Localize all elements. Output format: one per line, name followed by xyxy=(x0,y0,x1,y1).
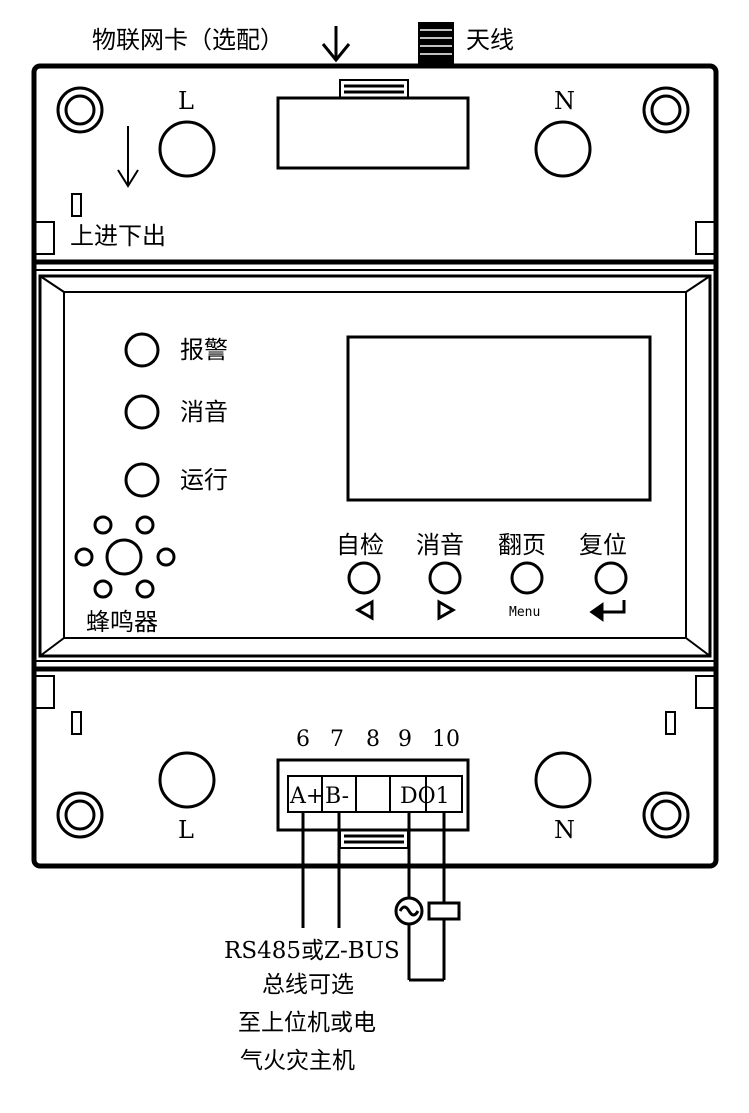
sim-card-slot xyxy=(276,79,470,170)
mounting-screw-icon xyxy=(642,86,690,134)
top-terminal-l-label: L xyxy=(178,87,194,115)
down-arrow-icon xyxy=(321,26,351,63)
mute-led xyxy=(124,394,160,430)
reset-button-knob[interactable] xyxy=(594,561,628,595)
top-terminal-l-hole xyxy=(158,120,216,178)
run-led-label: 运行 xyxy=(180,466,228,494)
buzzer-icon xyxy=(74,515,176,599)
page-button-knob[interactable] xyxy=(510,561,544,595)
caption-line: 总线可选 xyxy=(262,972,354,998)
mute-button[interactable]: 消音 xyxy=(416,531,464,621)
mounting-screw-icon xyxy=(56,791,104,839)
terminal-number: 10 xyxy=(432,727,460,752)
wiring-direction-arrow-icon xyxy=(117,126,139,188)
wiring-direction-label: 上进下出 xyxy=(70,222,166,250)
terminal-block xyxy=(276,758,470,849)
bottom-terminal-n-hole xyxy=(534,751,592,809)
device-enclosure xyxy=(31,63,719,869)
terminal-a-plus: A+ xyxy=(289,784,324,809)
reset-button[interactable]: 复位 xyxy=(579,531,628,622)
buzzer-label: 蜂鸣器 xyxy=(86,608,158,636)
reset-button-label: 复位 xyxy=(579,531,627,559)
caption-line: RS485或Z-BUS xyxy=(224,938,400,964)
mounting-screw-icon xyxy=(642,791,690,839)
top-terminal-n-hole xyxy=(534,120,592,178)
mute-button-label: 消音 xyxy=(416,531,464,559)
bottom-terminal-l-hole xyxy=(158,751,216,809)
menu-label: Menu xyxy=(509,605,540,620)
alarm-led-label: 报警 xyxy=(180,336,228,364)
enter-arrow-icon xyxy=(589,600,626,622)
terminal-do1: DO1 xyxy=(400,784,450,809)
run-led xyxy=(124,462,160,498)
terminal-number: 8 xyxy=(366,727,380,752)
terminal-b-minus: B- xyxy=(325,784,349,809)
load-device-icon xyxy=(427,901,461,921)
iot-card-label: 物联网卡（选配） xyxy=(92,26,284,54)
triangle-right-icon xyxy=(437,599,457,621)
bottom-terminal-n-label: N xyxy=(554,816,575,844)
caption-line: 至上位机或电 xyxy=(238,1010,376,1036)
self-test-button-knob[interactable] xyxy=(347,561,381,595)
alarm-led xyxy=(124,332,160,368)
triangle-left-icon xyxy=(354,599,374,621)
lcd-display xyxy=(346,335,652,502)
ac-source-icon xyxy=(394,896,424,926)
top-terminal-n-label: N xyxy=(554,87,575,115)
antenna-icon xyxy=(418,22,454,64)
terminal-number: 7 xyxy=(330,727,344,752)
front-panel-frame xyxy=(38,274,712,658)
antenna-label: 天线 xyxy=(466,26,514,54)
mute-button-knob[interactable] xyxy=(428,561,462,595)
page-button-label: 翻页 xyxy=(498,531,546,559)
page-button[interactable]: 翻页 Menu xyxy=(498,531,546,620)
bottom-terminal-l-label: L xyxy=(178,816,194,844)
external-wiring xyxy=(301,812,446,982)
terminal-number: 9 xyxy=(398,727,412,752)
mute-led-label: 消音 xyxy=(180,398,228,426)
mounting-screw-icon xyxy=(56,86,104,134)
terminal-number: 6 xyxy=(296,727,310,752)
self-test-button-label: 自检 xyxy=(336,531,384,559)
self-test-button[interactable]: 自检 xyxy=(336,531,384,621)
caption-line: 气火灾主机 xyxy=(240,1048,355,1074)
